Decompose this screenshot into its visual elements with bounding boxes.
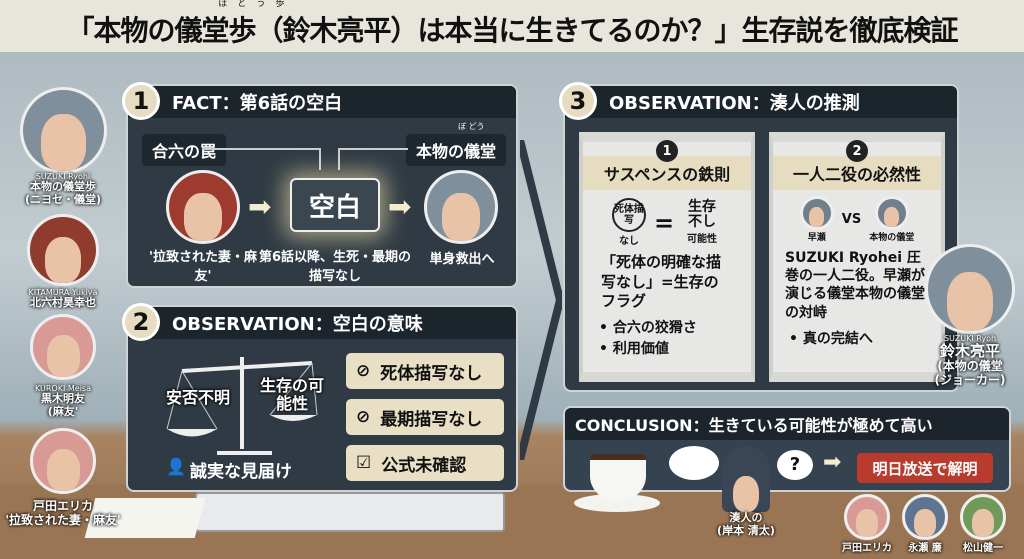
connector-line	[203, 148, 321, 170]
pillar-body: SUZUKI Ryohei 圧巻の一人二役。早瀬が演じる儀堂本物の儀堂の対峙	[785, 250, 925, 321]
avatar-minato	[722, 446, 770, 512]
avatar-gido	[424, 170, 498, 244]
page-title: ぼどう歩「本物の儀堂歩（鈴木亮平）は本当に生きてるのか？」生存説を徹底検証	[0, 0, 1024, 52]
pillar-number: 1	[656, 140, 678, 162]
pillar-1: 1 サスペンスの鉄則 死体描写なし = 生存不し可能性 「死体の明確な描写なし」…	[579, 132, 755, 382]
step-number: 1	[122, 82, 160, 120]
tag-left: 合六の罠	[142, 134, 227, 166]
cast-caption: 戸田エリカ'拉致された妻・麻友'	[5, 499, 121, 527]
badge-no-final: ⊘最期描写なし	[346, 399, 504, 435]
rhs-text: 生存不し	[688, 198, 717, 230]
title-text: 「本物の儀堂歩（鈴木亮平）は本当に生きてるのか？」生存説を徹底検証	[66, 14, 958, 47]
panel-header: OBSERVATION：湊人の推測	[565, 86, 957, 118]
arrow-right-icon: ➡	[823, 450, 842, 475]
stamp-icon: 死体描写	[611, 198, 646, 232]
avatar-gido-real	[874, 196, 909, 230]
vs-label: VS	[841, 212, 862, 227]
observation-panel-2: OBSERVATION：空白の意味 安否不明 生存の可能性 👤 誠実な見届け ⊘…	[126, 305, 518, 492]
bullet: • 利用価値	[599, 340, 669, 357]
avatar-kitamura	[27, 214, 99, 286]
pillar-body: 「死体の明確な描写なし」=生存のフラグ	[601, 253, 722, 310]
equals-sign: =	[653, 208, 675, 237]
avatar-toda	[30, 428, 96, 494]
arrow-right-icon: ➡	[248, 190, 272, 223]
speech-bubble-empty	[669, 446, 719, 480]
panel-header: OBSERVATION：空白の意味	[128, 307, 516, 339]
panel-header: CONCLUSION：生きている可能性が極めて高い	[565, 408, 1009, 440]
tag-right: 本物の儀堂	[406, 134, 507, 166]
badge-unconfirmed: ☑公式未確認	[346, 445, 504, 481]
avatar-hayase	[799, 196, 834, 230]
coffee-cup-icon	[574, 452, 660, 514]
step-number: 3	[559, 82, 597, 120]
step-number: 2	[122, 303, 160, 341]
speech-bubble-question: ?	[777, 450, 813, 480]
scale-icon	[166, 357, 318, 455]
connector-line	[338, 148, 408, 170]
pillar-2: 2 一人二役の必然性 早瀬 VS 本物の儀堂 SUZUKI Ryohei 圧巻の…	[769, 132, 945, 382]
keyboard-illustration	[195, 492, 505, 532]
arrow-right-icon: ➡	[388, 190, 412, 223]
scale-right-label: 生存の可能性	[260, 376, 325, 414]
avatar-wife	[166, 170, 240, 244]
avatar-toda-small	[844, 494, 890, 540]
rhs-sub: 可能性	[687, 234, 718, 246]
bullet: • 合六の狡猾さ	[599, 319, 697, 336]
stamp-sub: なし	[618, 236, 639, 247]
clipboard-check-icon: ☑	[356, 453, 372, 473]
no-body-icon: ⊘	[356, 361, 371, 381]
caption-center: 第6話以降、生死・最期の描写なし	[258, 250, 412, 284]
observation-panel-3: OBSERVATION：湊人の推測 1 サスペンスの鉄則 死体描写なし = 生存…	[563, 84, 959, 392]
tag-ruby: ぼ どう	[458, 122, 485, 131]
panel-header: FACT：第6話の空白	[128, 86, 516, 118]
person-icon: 👤	[166, 457, 186, 476]
scale-left-label: 安否不明	[166, 388, 231, 407]
avatar-matsuyama-small	[960, 494, 1006, 540]
blank-box: 空白	[290, 178, 380, 232]
caption-right: 単身救出へ	[429, 252, 495, 267]
avatar-suzuki-right	[925, 244, 1015, 334]
avatar-suzuki	[20, 87, 107, 174]
no-final-icon: ⊘	[356, 407, 371, 427]
bullet: • 真の完結へ	[789, 330, 873, 347]
cast-name: 松山健一	[963, 543, 1003, 554]
person-label: 誠実な見届け	[190, 462, 292, 482]
badge-list: ⊘死体描写なし ⊘最期描写なし ☑公式未確認	[346, 353, 504, 481]
title-ruby: ぼどう歩	[218, 0, 295, 9]
tomorrow-broadcast-button[interactable]: 明日放送で解明	[857, 453, 993, 483]
fact-panel: FACT：第6話の空白 合六の罠 本物の儀堂 ぼ どう ➡ ➡ 空白 '拉致され…	[126, 84, 518, 288]
badge-no-body: ⊘死体描写なし	[346, 353, 504, 389]
cast-name: 戸田エリカ	[842, 543, 892, 554]
chevron-right-icon	[520, 140, 562, 460]
caption-left: '拉致された妻・麻友'	[149, 250, 257, 284]
cast-name: 永瀬 廉	[908, 543, 942, 554]
minato-caption: 湊人の(岸本 清太)	[717, 511, 775, 537]
pillar-number: 2	[846, 140, 868, 162]
avatar-kuroki	[30, 314, 96, 380]
avatar-nagase-small	[902, 494, 948, 540]
